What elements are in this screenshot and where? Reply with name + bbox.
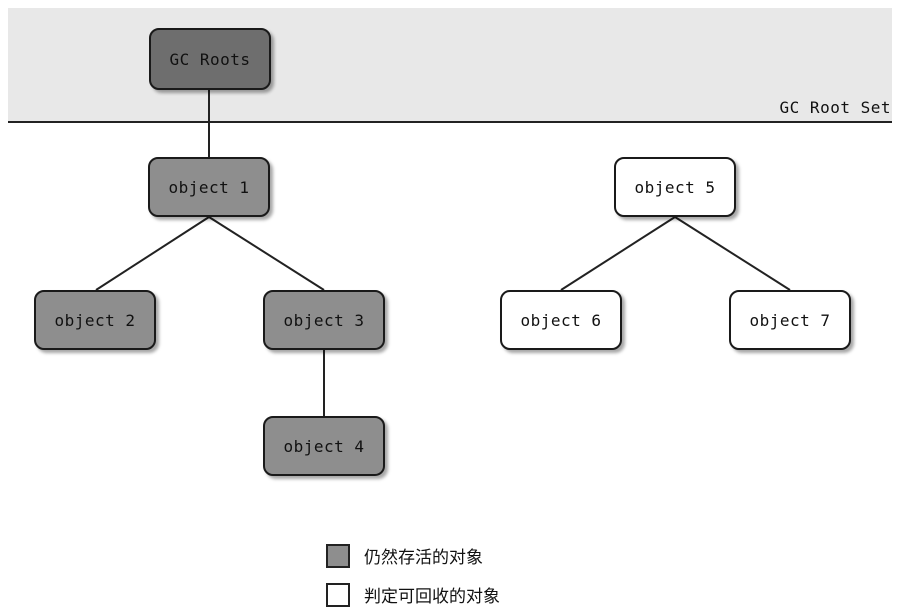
- gc-roots-node: GC Roots: [149, 28, 271, 90]
- object-6-node: object 6: [500, 290, 622, 350]
- edge-object-1-object-2: [95, 216, 210, 291]
- edge-object-5-object-7: [674, 216, 791, 291]
- object-1-node: object 1: [148, 157, 270, 217]
- object-2-node: object 2: [34, 290, 156, 350]
- legend-collectable: 判定可回收的对象: [326, 582, 500, 607]
- object-3-node: object 3: [263, 290, 385, 350]
- legend-alive-label: 仍然存活的对象: [364, 548, 483, 568]
- edge-object-5-object-6: [560, 216, 676, 291]
- legend-alive-swatch: [326, 543, 350, 568]
- gc-root-set-label: GC Root Set: [779, 98, 891, 117]
- object-4-node: object 4: [263, 416, 385, 476]
- object-5-node: object 5: [614, 157, 736, 217]
- legend-alive: 仍然存活的对象: [326, 543, 483, 568]
- legend-collectable-swatch: [326, 582, 350, 607]
- edge-object-1-object-3: [208, 216, 325, 291]
- legend-collectable-label: 判定可回收的对象: [364, 587, 500, 607]
- object-7-node: object 7: [729, 290, 851, 350]
